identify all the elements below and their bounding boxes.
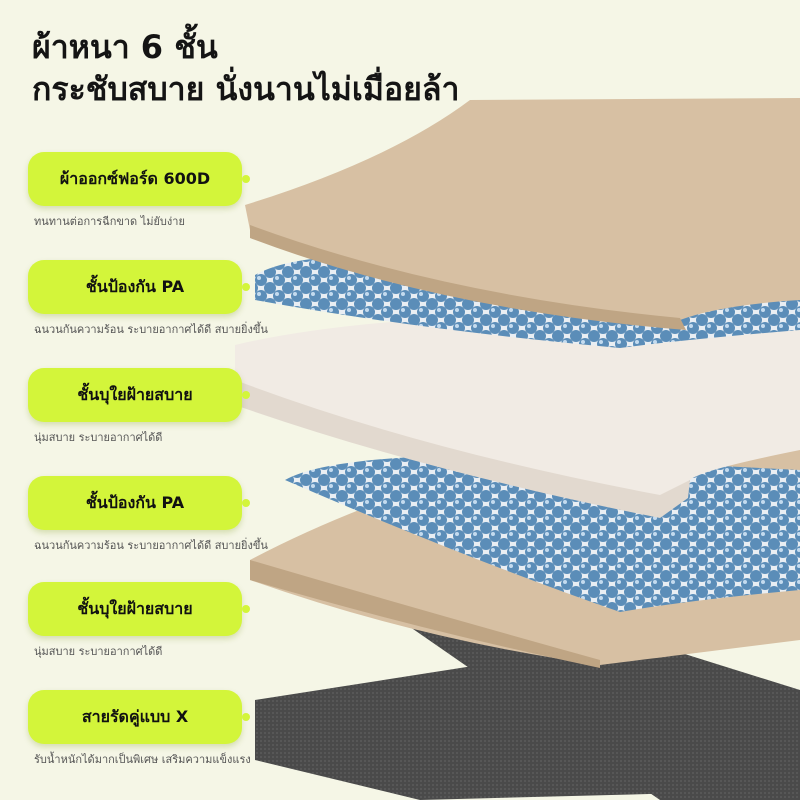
headline-line-1: ผ้าหนา 6 ชั้น — [32, 28, 218, 66]
bullet-dot-icon — [242, 499, 250, 507]
feature-pa-layer-1: ชั้นป้องกัน PA ฉนวนกันความร้อน ระบายอากา… — [28, 260, 278, 360]
tan-layer-top — [245, 98, 800, 320]
feature-cotton-padding-1: ชั้นบุใยฝ้ายสบาย นุ่มสบาย ระบายอากาศได้ด… — [28, 368, 278, 468]
feature-description: นุ่มสบาย ระบายอากาศได้ดี — [34, 431, 163, 444]
headline: ผ้าหนา 6 ชั้น กระชับสบาย นั่งนานไม่เมื่อ… — [32, 26, 459, 110]
bullet-dot-icon — [242, 605, 250, 613]
feature-label: ชั้นบุใยฝ้ายสบาย — [28, 368, 242, 422]
headline-line-2: กระชับสบาย นั่งนานไม่เมื่อยล้า — [32, 70, 460, 108]
bullet-dot-icon — [242, 713, 250, 721]
feature-cotton-padding-2: ชั้นบุใยฝ้ายสบาย นุ่มสบาย ระบายอากาศได้ด… — [28, 582, 278, 682]
feature-oxford-fabric: ผ้าออกซ์ฟอร์ด 600D ทนทานต่อการฉีกขาด ไม่… — [28, 152, 278, 252]
feature-description: ฉนวนกันความร้อน ระบายอากาศได้ดี สบายยิ่ง… — [34, 539, 268, 552]
x-strap-right — [400, 600, 800, 800]
feature-description: นุ่มสบาย ระบายอากาศได้ดี — [34, 645, 163, 658]
bullet-dot-icon — [242, 391, 250, 399]
bullet-dot-icon — [242, 283, 250, 291]
feature-description: ทนทานต่อการฉีกขาด ไม่ยับง่าย — [34, 215, 185, 228]
feature-description: รับน้ำหนักได้มากเป็นพิเศษ เสริมความแข็งแ… — [34, 753, 251, 766]
feature-label: สายรัดคู่แบบ X — [28, 690, 242, 744]
feature-x-straps: สายรัดคู่แบบ X รับน้ำหนักได้มากเป็นพิเศษ… — [28, 690, 278, 790]
feature-label: ชั้นป้องกัน PA — [28, 260, 242, 314]
feature-description: ฉนวนกันความร้อน ระบายอากาศได้ดี สบายยิ่ง… — [34, 323, 268, 336]
bullet-dot-icon — [242, 175, 250, 183]
foam-layer — [235, 300, 800, 505]
feature-label: ชั้นป้องกัน PA — [28, 476, 242, 530]
feature-label: ชั้นบุใยฝ้ายสบาย — [28, 582, 242, 636]
feature-label: ผ้าออกซ์ฟอร์ด 600D — [28, 152, 242, 206]
feature-pa-layer-2: ชั้นป้องกัน PA ฉนวนกันความร้อน ระบายอากา… — [28, 476, 278, 576]
